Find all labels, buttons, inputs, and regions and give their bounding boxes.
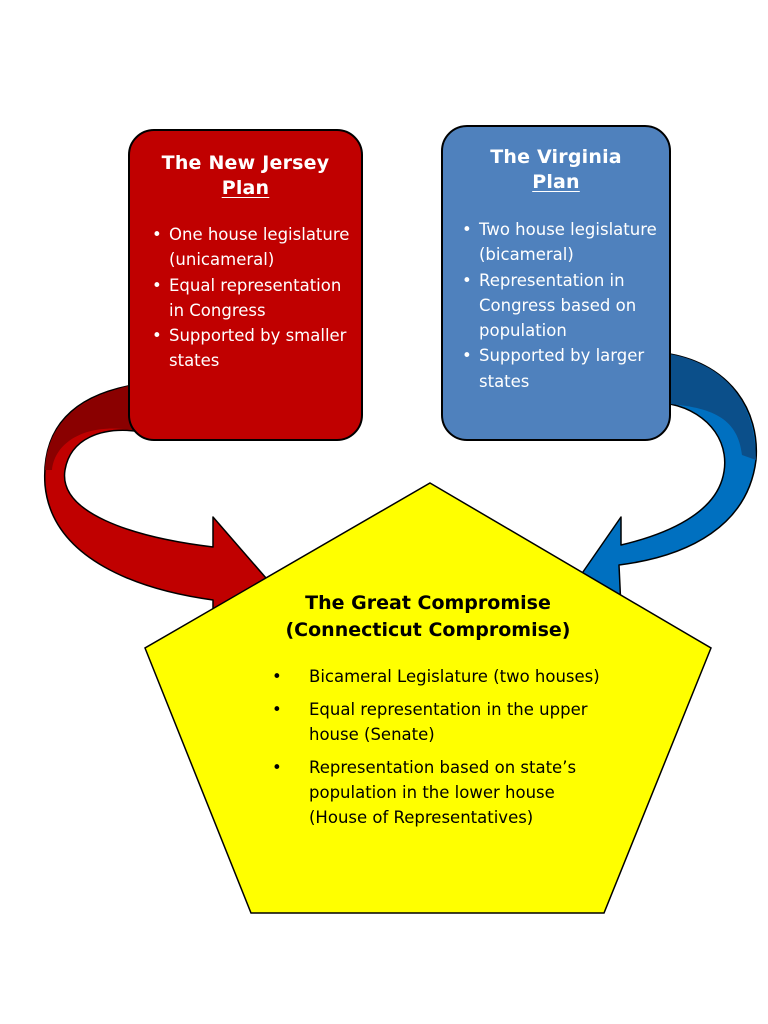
left-arrow-shadow <box>45 386 143 470</box>
list-item: • Equal representation in Congress <box>152 273 361 324</box>
right-arrow <box>575 353 758 609</box>
new-jersey-plan-box: The New Jersey Plan • One house legislat… <box>128 129 363 441</box>
new-jersey-points: • One house legislature (unicameral) • E… <box>152 222 361 374</box>
bullet: • <box>152 326 162 346</box>
list-item: • One house legislature (unicameral) <box>152 222 361 273</box>
virginia-title-plan: Plan <box>532 171 580 193</box>
point-text: One house legislature (unicameral) <box>169 225 350 270</box>
new-jersey-title-text: The New Jersey <box>161 152 330 174</box>
point-text: Supported by smaller states <box>169 326 347 371</box>
bullet: • <box>462 220 472 239</box>
point-text: Equal representation in Congress <box>169 275 342 320</box>
list-item: • Representation in Congress based on po… <box>462 268 669 344</box>
list-item: • Two house legislature (bicameral) <box>462 217 669 268</box>
right-arrow-shadow <box>670 354 756 460</box>
bullet: • <box>152 225 162 244</box>
bullet: • <box>152 275 162 295</box>
bullet: • <box>462 270 472 290</box>
new-jersey-plan-title: The New Jersey Plan <box>130 151 361 201</box>
point-text: Representation in Congress based on popu… <box>479 270 637 341</box>
new-jersey-title-plan: Plan <box>221 177 270 199</box>
list-item: • Supported by smaller states <box>152 323 361 374</box>
list-item: • Supported by larger states <box>462 343 669 394</box>
virginia-points: • Two house legislature (bicameral) • Re… <box>462 217 669 394</box>
bullet: • <box>462 346 472 366</box>
right-arrow-body <box>575 353 758 609</box>
point-text: Supported by larger states <box>479 346 645 391</box>
compromise-pentagon <box>144 482 712 914</box>
virginia-title-text: The Virginia <box>490 146 622 168</box>
virginia-plan-box: The Virginia Plan • Two house legislatur… <box>441 125 671 441</box>
point-text: Two house legislature (bicameral) <box>479 220 657 265</box>
virginia-plan-title: The Virginia Plan <box>443 145 669 195</box>
